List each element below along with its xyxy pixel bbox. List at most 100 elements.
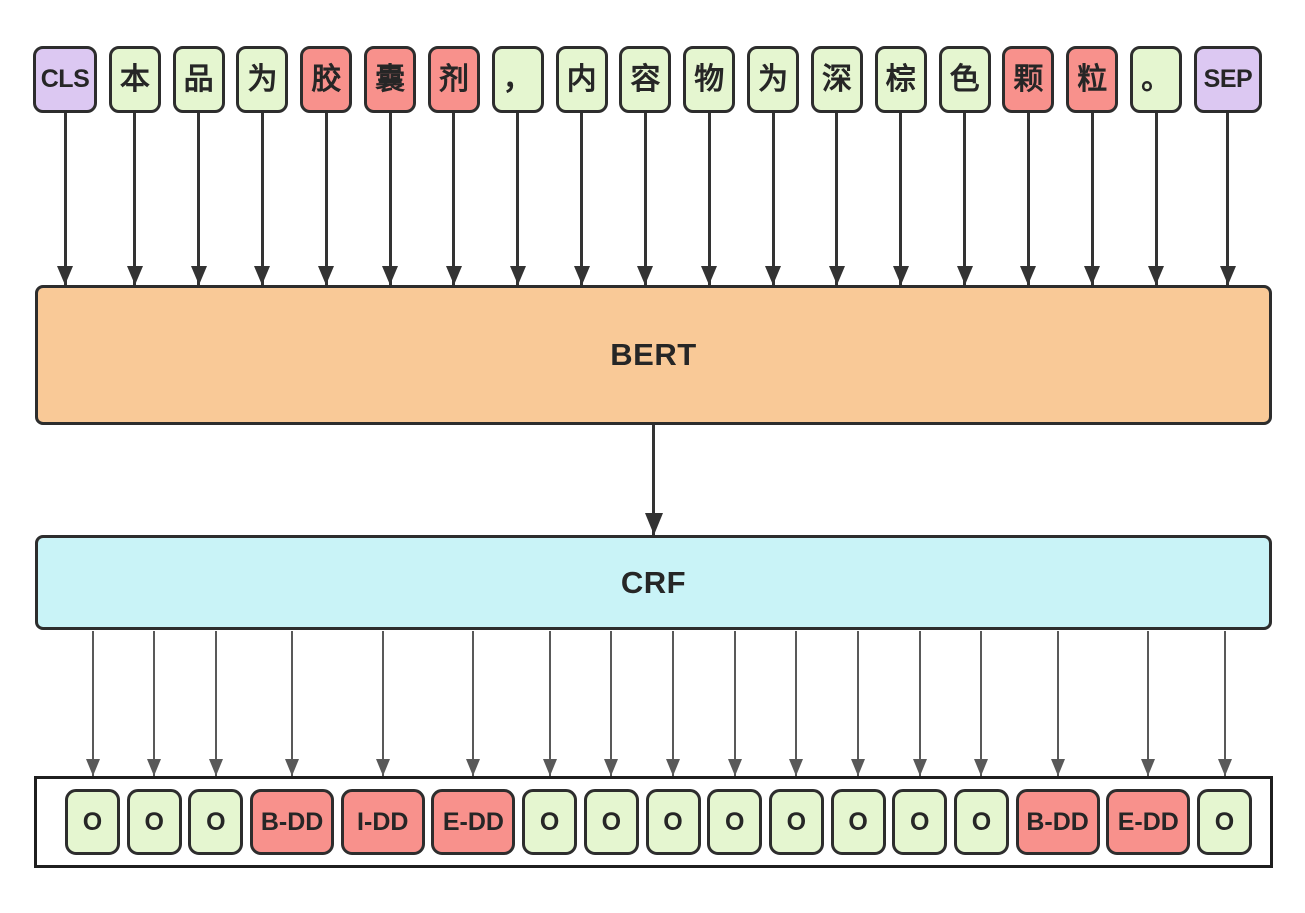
arrow-cell [646,631,701,776]
down-arrow [672,631,674,776]
token-box: 物 [683,46,736,113]
output-label-box: E-DD [1106,789,1191,855]
arrow-cell [831,631,886,776]
down-arrow [707,113,711,285]
arrow-cell [707,631,762,776]
output-label-box: O [188,789,244,855]
token-box: 色 [938,46,991,113]
token-box: 棕 [874,46,927,113]
arrow-cell [556,113,608,285]
arrow-cell [188,631,243,776]
arrow-cell [1016,631,1100,776]
token-box: 剂 [427,46,480,113]
output-label-box: O [522,789,578,855]
output-label-box: O [126,789,182,855]
down-arrow [381,631,384,776]
bert-to-crf-arrow [652,425,655,535]
output-label-box: B-DD [250,789,335,855]
arrow-cell [300,113,352,285]
output-label-box: O [768,789,824,855]
output-label-box: O [65,789,120,855]
down-arrow [980,631,983,776]
output-label-box: O [830,789,886,855]
token-box: 。 [1130,46,1183,113]
down-arrow [133,113,137,285]
down-arrow [857,631,860,776]
arrow-cell [1194,113,1262,285]
down-arrow [795,631,798,776]
down-arrow [899,113,903,285]
down-arrow [1154,113,1158,285]
arrow-cell [584,631,639,776]
bert-block: BERT [35,285,1272,425]
down-arrow [1147,631,1150,776]
arrow-cell [747,113,799,285]
arrow-cell [431,631,515,776]
down-arrow [1223,631,1226,776]
crf-block: CRF [35,535,1272,630]
token-box: 容 [619,46,672,113]
token-sep: SEP [1193,46,1262,113]
output-label-box: I-DD [340,789,425,855]
down-arrow [516,113,520,285]
arrow-cell [236,113,288,285]
down-arrow [197,113,201,285]
token-box: 品 [172,46,225,113]
output-label-box: O [645,789,701,855]
down-arrow [580,113,584,285]
token-to-bert-arrows [33,113,1262,285]
arrow-cell [33,113,97,285]
token-box: 本 [108,46,161,113]
output-label-box: O [707,789,763,855]
token-box: 内 [555,46,608,113]
arrow-cell [811,113,863,285]
down-arrow [324,113,328,285]
down-arrow [733,631,736,776]
input-token-row: CLS 本 品 为 胶 囊 剂 ， 内 容 物 为 深 棕 色 颗 粒 。 SE… [33,46,1262,113]
down-arrow [610,631,613,776]
arrow-cell [1197,631,1252,776]
down-arrow [771,113,775,285]
arrow-cell [1106,631,1190,776]
token-box: 囊 [364,46,417,113]
down-arrow [260,113,264,285]
arrow-cell [1066,113,1118,285]
arrow-cell [250,631,334,776]
down-arrow [1090,113,1094,285]
arrow-cell [522,631,577,776]
arrow-cell [65,631,120,776]
arrow-cell [769,631,824,776]
token-box: 颗 [1002,46,1055,113]
down-arrow [963,113,967,285]
arrow-cell [939,113,991,285]
arrow-cell [173,113,225,285]
down-arrow [291,631,294,776]
arrow-cell [954,631,1009,776]
output-label-box: B-DD [1015,789,1100,855]
down-arrow [63,113,67,285]
down-arrow [835,113,839,285]
arrow-cell [1130,113,1182,285]
token-cls: CLS [33,46,97,113]
down-arrow [548,631,551,776]
arrow-cell [1002,113,1054,285]
arrow-cell [683,113,735,285]
arrow-cell [492,113,544,285]
arrow-cell [341,631,425,776]
down-arrow [452,113,456,285]
down-arrow [388,113,392,285]
arrow-cell [109,113,161,285]
output-labels-container: O O O B-DD I-DD E-DD O O O O O O O O B-D… [34,776,1273,868]
token-box: 为 [236,46,289,113]
down-arrow [643,113,647,285]
down-arrow [1026,113,1030,285]
down-arrow [1056,631,1059,776]
arrow-cell [364,113,416,285]
down-arrow [214,631,217,776]
down-arrow [918,631,921,776]
output-label-box: E-DD [431,789,516,855]
token-box: 深 [810,46,863,113]
output-label-box: O [583,789,639,855]
down-arrow [1226,113,1230,285]
